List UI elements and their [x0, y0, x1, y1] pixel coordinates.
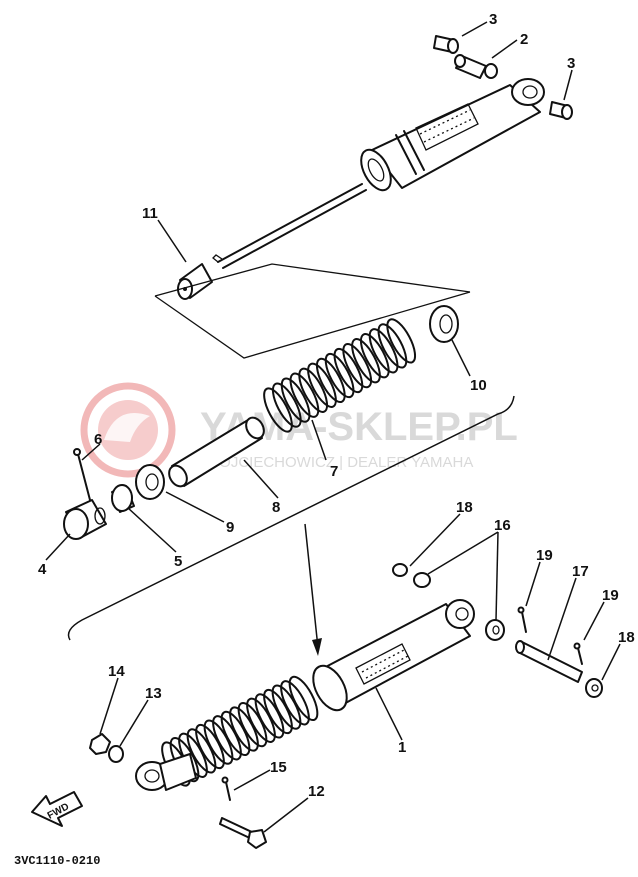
washer-part-16-upper	[413, 572, 431, 588]
callout-3-top-right: 3	[567, 55, 575, 72]
collar-part-3-left	[433, 35, 459, 54]
spacer-tube-part-8	[168, 416, 265, 488]
spring-coil	[289, 372, 320, 418]
bump-rubber-part-11	[177, 263, 213, 300]
spring-coil	[342, 342, 373, 389]
callout-16: 16	[494, 517, 511, 534]
callout-11: 11	[142, 205, 158, 222]
pin-part-6	[73, 448, 91, 501]
spring-coil	[307, 362, 337, 408]
callout-13: 13	[145, 685, 162, 702]
callout-10: 10	[470, 377, 487, 394]
watermark: YAMA-SKLEP.PL WOJCIECHOWICZ | DEALER YAM…	[80, 382, 518, 478]
cotter-pin-part-19-right	[573, 642, 583, 665]
end-bracket-part-4	[63, 499, 107, 540]
nut-part-14	[89, 733, 111, 755]
callout-5: 5	[174, 553, 182, 570]
washer-part-9	[135, 464, 165, 500]
leader-lines	[45, 21, 621, 833]
callout-9: 9	[226, 519, 234, 536]
spring-coil	[263, 387, 293, 433]
spring-coil	[298, 367, 329, 413]
callout-18-lower: 18	[618, 629, 635, 646]
spring-coil	[359, 333, 390, 379]
cotter-pin-part-15	[221, 776, 231, 801]
spring-coil	[271, 382, 302, 428]
spring-coil	[351, 338, 381, 384]
callout-3-top-left: 3	[489, 11, 497, 28]
coil-spring-part-7	[263, 318, 417, 433]
rear-shock-assembly-part-1	[135, 599, 475, 791]
spring-coil	[377, 323, 408, 369]
cotter-pin-part-19-left	[517, 606, 527, 633]
callout-6: 6	[94, 431, 102, 448]
callout-7: 7	[330, 463, 338, 480]
bushing-part-2	[454, 54, 498, 79]
callout-4: 4	[38, 561, 47, 578]
subassembly-outline	[154, 263, 471, 297]
spring-coil	[315, 357, 346, 404]
callout-1: 1	[398, 739, 406, 756]
watermark-subtitle: WOJCIECHOWICZ | DEALER YAMAHA	[205, 454, 473, 471]
subassembly-outline-lower	[154, 291, 471, 359]
callout-19-right: 19	[602, 587, 619, 604]
spring-coil	[333, 347, 364, 394]
callout-14: 14	[108, 663, 125, 680]
washer-part-18-upper	[392, 563, 408, 577]
pin-part-17	[515, 640, 583, 683]
callout-2: 2	[520, 31, 528, 48]
drawing-code: 3VC1110-0210	[14, 854, 100, 868]
watermark-logo-icon	[80, 382, 176, 478]
collar-part-3-right	[549, 101, 573, 120]
callout-8: 8	[272, 499, 280, 516]
washer-part-18-lower	[585, 678, 603, 698]
callout-19-left: 19	[536, 547, 553, 564]
spring-coil	[280, 377, 311, 423]
damper-rod-assembly	[212, 78, 545, 269]
spring-coil	[324, 352, 355, 399]
spring-seat-part-10	[429, 305, 459, 343]
callout-labels: 3 2 3 11 10 6 7 8 9 5 4 18 16 19 17 19 1…	[38, 11, 635, 800]
washer-part-13	[108, 745, 124, 763]
assembly-arrow	[304, 523, 322, 656]
spring-coil	[288, 675, 319, 722]
spring-coil	[280, 680, 310, 726]
callout-15: 15	[270, 759, 287, 776]
spring-coil	[368, 328, 399, 374]
callout-18-upper: 18	[456, 499, 473, 516]
collar-part-5	[111, 484, 135, 513]
bolt-part-12	[219, 817, 267, 849]
washer-part-16-lower	[485, 619, 505, 641]
spring-coil	[386, 318, 417, 364]
group-bracket-line	[67, 395, 515, 641]
callout-17: 17	[572, 563, 589, 580]
callout-12: 12	[308, 783, 325, 800]
fwd-arrow-icon: FWD	[31, 791, 83, 827]
